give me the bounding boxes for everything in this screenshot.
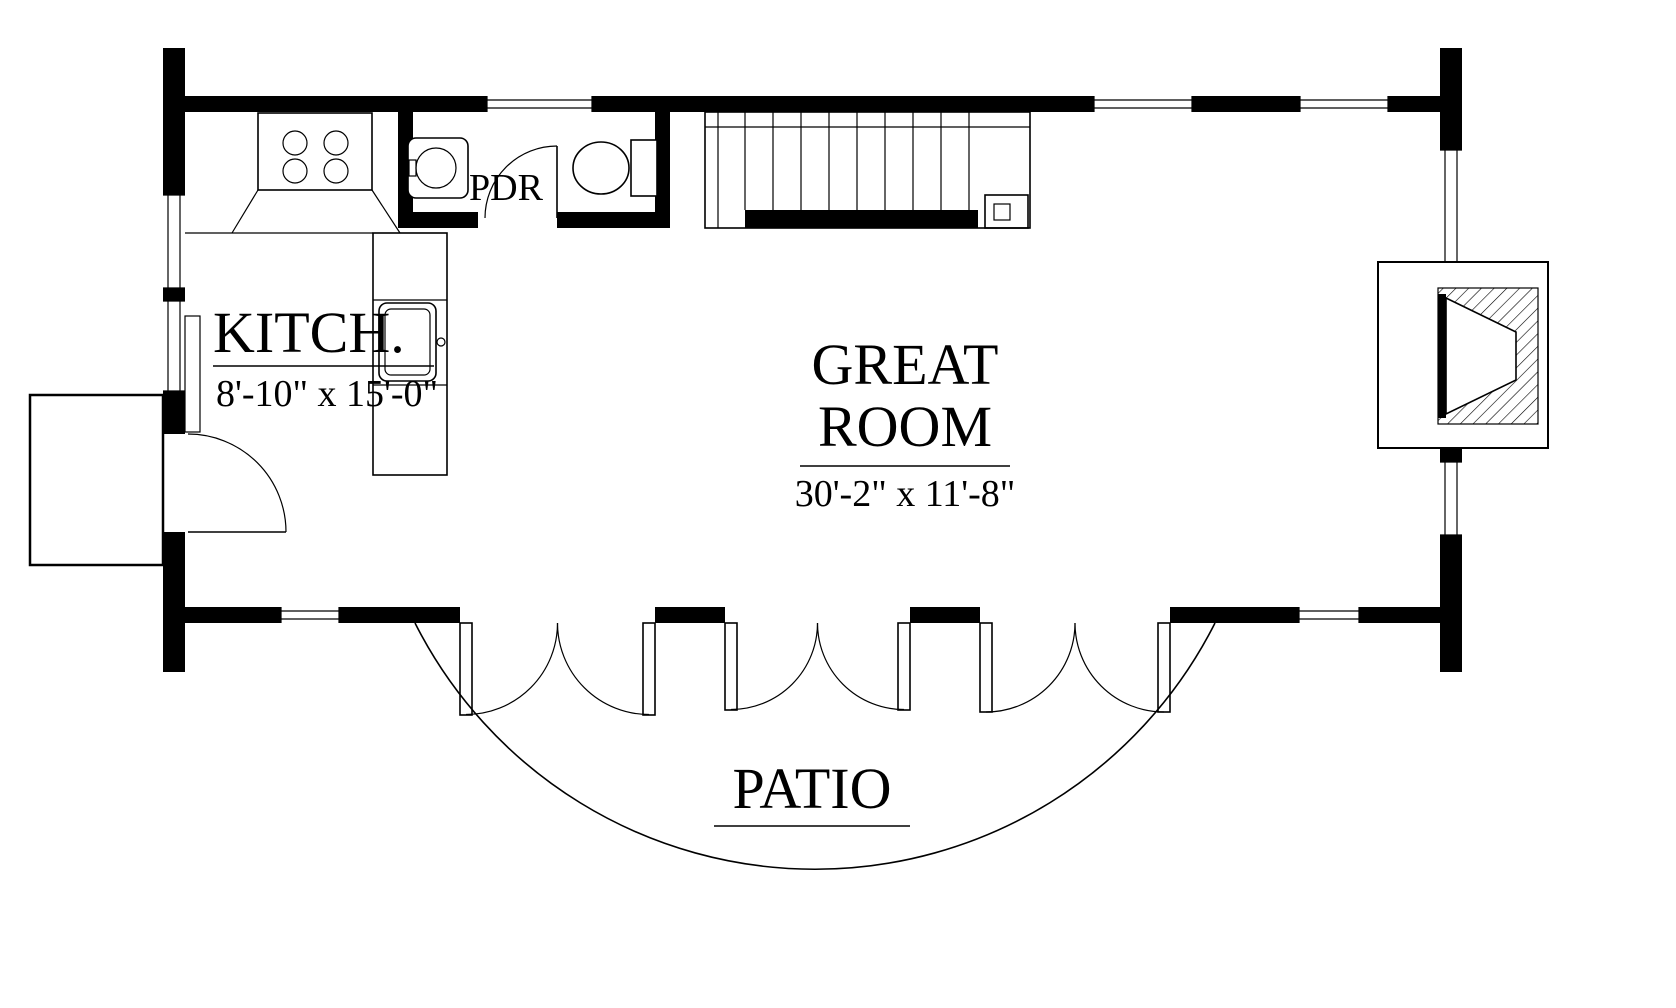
toilet-icon — [572, 139, 658, 197]
window-right-1 — [1440, 149, 1462, 263]
window-top-3 — [1299, 96, 1389, 112]
windows — [163, 96, 1462, 623]
labels: KITCH. 8'-10" x 15'-0" PDR GREAT ROOM 30… — [213, 167, 1016, 827]
kitchen-label: KITCH. — [213, 300, 405, 365]
window-top-2 — [1093, 96, 1193, 112]
powder-door — [484, 145, 558, 219]
kitchen-sink-icon — [378, 302, 446, 382]
window-left-1 — [163, 194, 185, 289]
window-top-1 — [486, 96, 593, 112]
entry-stoop — [28, 393, 165, 567]
staircase — [704, 111, 1031, 229]
great-room-label-line1: GREAT — [812, 332, 999, 397]
powder-room — [398, 112, 670, 228]
window-bottom-2 — [1298, 607, 1360, 623]
great-room-label-line2: ROOM — [818, 394, 992, 459]
window-bottom-1 — [280, 607, 340, 623]
exterior-walls — [163, 48, 1462, 672]
patio-edge-arc — [414, 622, 1216, 870]
side-entry-door — [187, 433, 287, 533]
great-room-dimensions: 30'-2" x 11'-8" — [795, 473, 1016, 515]
window-right-2 — [1440, 461, 1462, 536]
kitchen-dimensions: 8'-10" x 15'-0" — [216, 373, 438, 415]
left-counter — [184, 315, 201, 433]
fireplace-icon — [1377, 261, 1549, 449]
powder-room-label: PDR — [469, 167, 544, 209]
range-cooktop-icon — [257, 112, 373, 191]
kitchen-island — [372, 232, 448, 476]
window-left-2 — [163, 300, 185, 392]
patio-label: PATIO — [732, 756, 891, 821]
kitchen-fixtures — [184, 112, 448, 476]
french-patio-doors — [459, 622, 1171, 716]
powder-sink-icon — [407, 137, 469, 199]
